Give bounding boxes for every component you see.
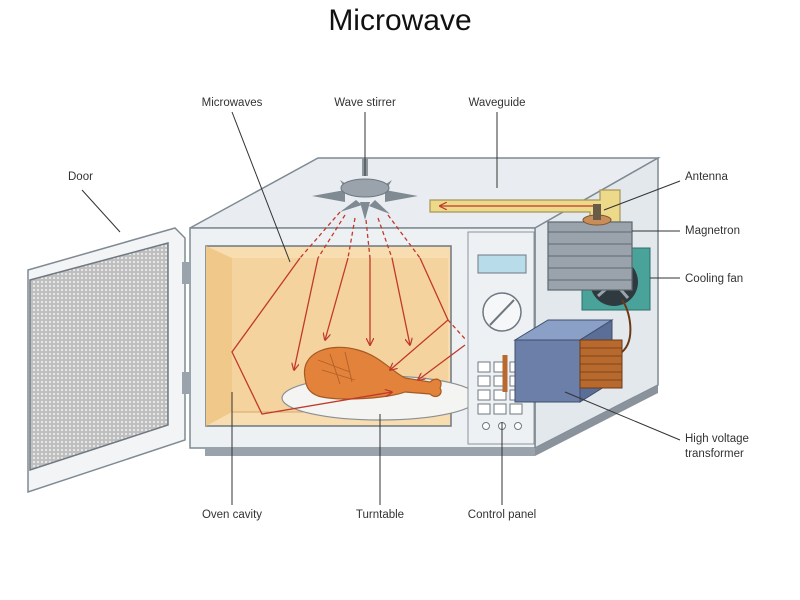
label-cooling-fan: Cooling fan <box>685 273 743 285</box>
label-high-voltage-transformer-line2: transformer <box>685 448 744 460</box>
label-antenna: Antenna <box>685 171 728 183</box>
label-door: Door <box>68 171 93 183</box>
label-waveguide: Waveguide <box>468 97 525 109</box>
label-turntable: Turntable <box>356 509 404 521</box>
label-control-panel: Control panel <box>468 509 536 521</box>
label-oven-cavity: Oven cavity <box>202 509 262 521</box>
label-high-voltage-transformer-line1: High voltage <box>685 433 749 445</box>
label-wave-stirrer: Wave stirrer <box>334 97 396 109</box>
label-magnetron: Magnetron <box>685 225 740 237</box>
door <box>28 228 190 492</box>
label-microwaves: Microwaves <box>202 97 263 109</box>
